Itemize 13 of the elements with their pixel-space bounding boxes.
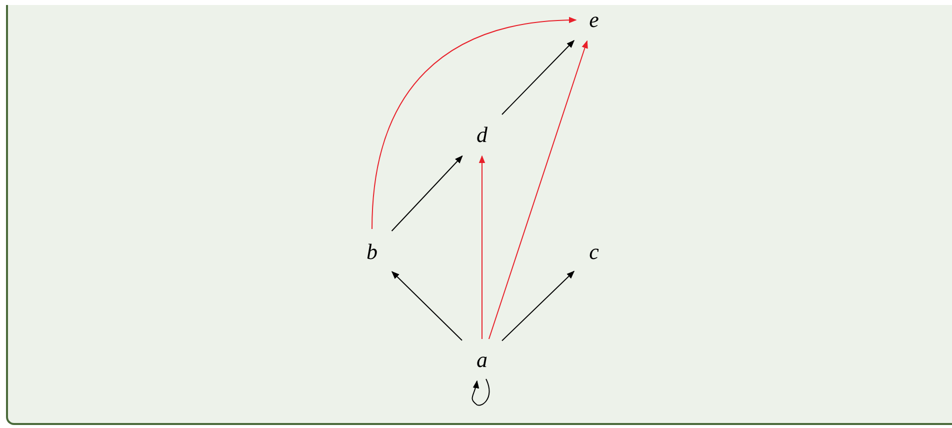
arrow (478, 155, 486, 340)
arrow (391, 271, 462, 341)
node-label: d (476, 124, 488, 146)
arrow (391, 155, 463, 232)
node-label: a (476, 349, 488, 371)
arrow (502, 270, 575, 342)
arrow (488, 40, 588, 340)
node-label: e (589, 9, 599, 31)
node-label: c (589, 241, 599, 263)
node-label: b (366, 241, 378, 263)
arrow (472, 378, 490, 406)
arrow (502, 40, 575, 115)
arrow (372, 17, 577, 230)
